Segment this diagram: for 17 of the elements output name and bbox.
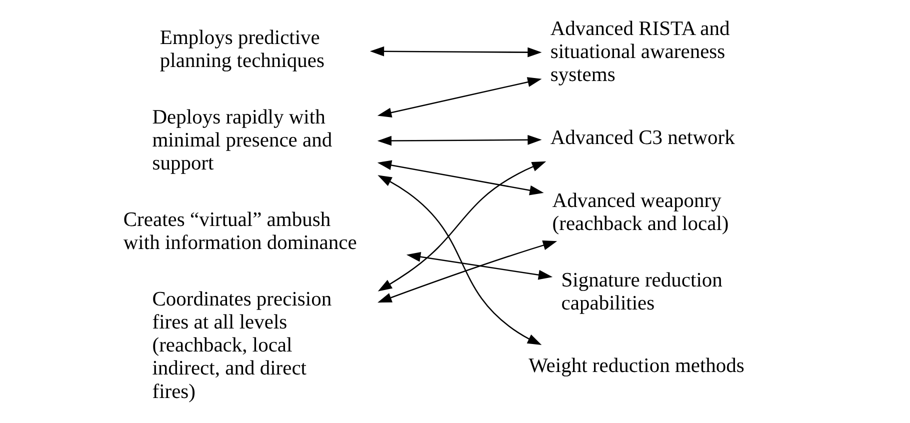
node-text: Weight reduction methods bbox=[528, 355, 744, 378]
node-text: Deploys rapidly with minimal presence and support bbox=[152, 106, 332, 175]
arrow bbox=[369, 46, 542, 58]
node-text: Creates “virtual” ambush with information dominance bbox=[122, 208, 356, 254]
arrow bbox=[406, 252, 552, 280]
arrow bbox=[376, 134, 542, 146]
arrow bbox=[377, 175, 542, 346]
node-text: Advanced RISTA and situational awareness systems bbox=[550, 18, 730, 86]
node-text: Signature reduction capabilities bbox=[560, 269, 722, 314]
arrow bbox=[377, 240, 557, 303]
node-text: Employs predictive planning techniques bbox=[159, 26, 324, 72]
arrow bbox=[377, 161, 546, 292]
node-text: Coordinates precision fires at all levels (reachback, local indirect, and direct fires) bbox=[152, 288, 332, 403]
arrow bbox=[376, 77, 542, 118]
node-text: Advanced weaponry (reachback and local) bbox=[552, 190, 728, 235]
node-text: Advanced C3 network bbox=[550, 126, 734, 149]
arrow bbox=[376, 160, 544, 196]
